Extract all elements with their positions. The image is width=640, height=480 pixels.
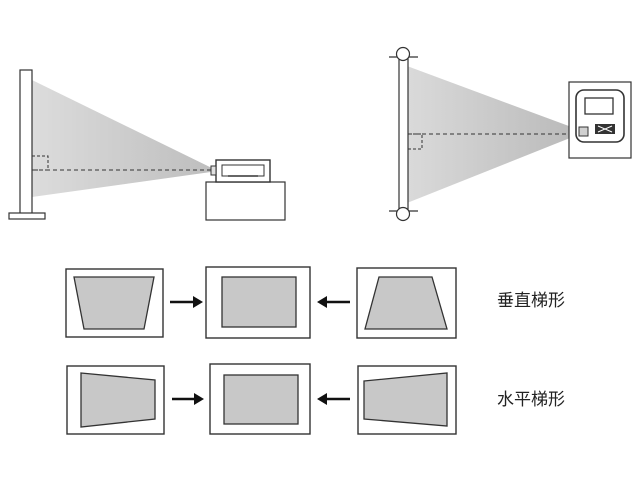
vertical-keystone-wide-top-panel	[65, 268, 164, 338]
screen-stand-pole	[19, 69, 33, 215]
horizontal-keystone-wide-right-panel	[357, 365, 457, 435]
table	[205, 181, 286, 221]
arrow-left-icon	[317, 296, 350, 308]
vertical-keystone-label: 垂直梯形	[497, 291, 565, 311]
horizontal-keystone-label: 水平梯形	[497, 390, 565, 410]
mounted-screen-bar	[398, 56, 409, 212]
screen-stand-base	[8, 212, 46, 220]
wall-mount-setup	[389, 46, 632, 222]
side-view-setup	[8, 69, 286, 221]
arrow-right-icon	[172, 393, 204, 405]
corrected-rectangle-panel	[209, 363, 311, 435]
vertical-keystone-row: 垂直梯形	[65, 266, 565, 339]
bottom-mount-bracket	[389, 206, 418, 222]
projector-front-icon	[568, 81, 632, 159]
projection-beam-side	[32, 80, 218, 197]
horizontal-keystone-wide-left-panel	[66, 365, 165, 435]
arrow-right-icon	[170, 296, 203, 308]
projector-side-icon	[210, 159, 271, 183]
top-mount-bracket	[389, 46, 418, 62]
arrow-left-icon	[317, 393, 350, 405]
horizontal-keystone-row: 水平梯形	[66, 363, 565, 435]
corrected-rectangle-panel	[205, 266, 311, 339]
vertical-keystone-wide-bottom-panel	[356, 267, 457, 339]
